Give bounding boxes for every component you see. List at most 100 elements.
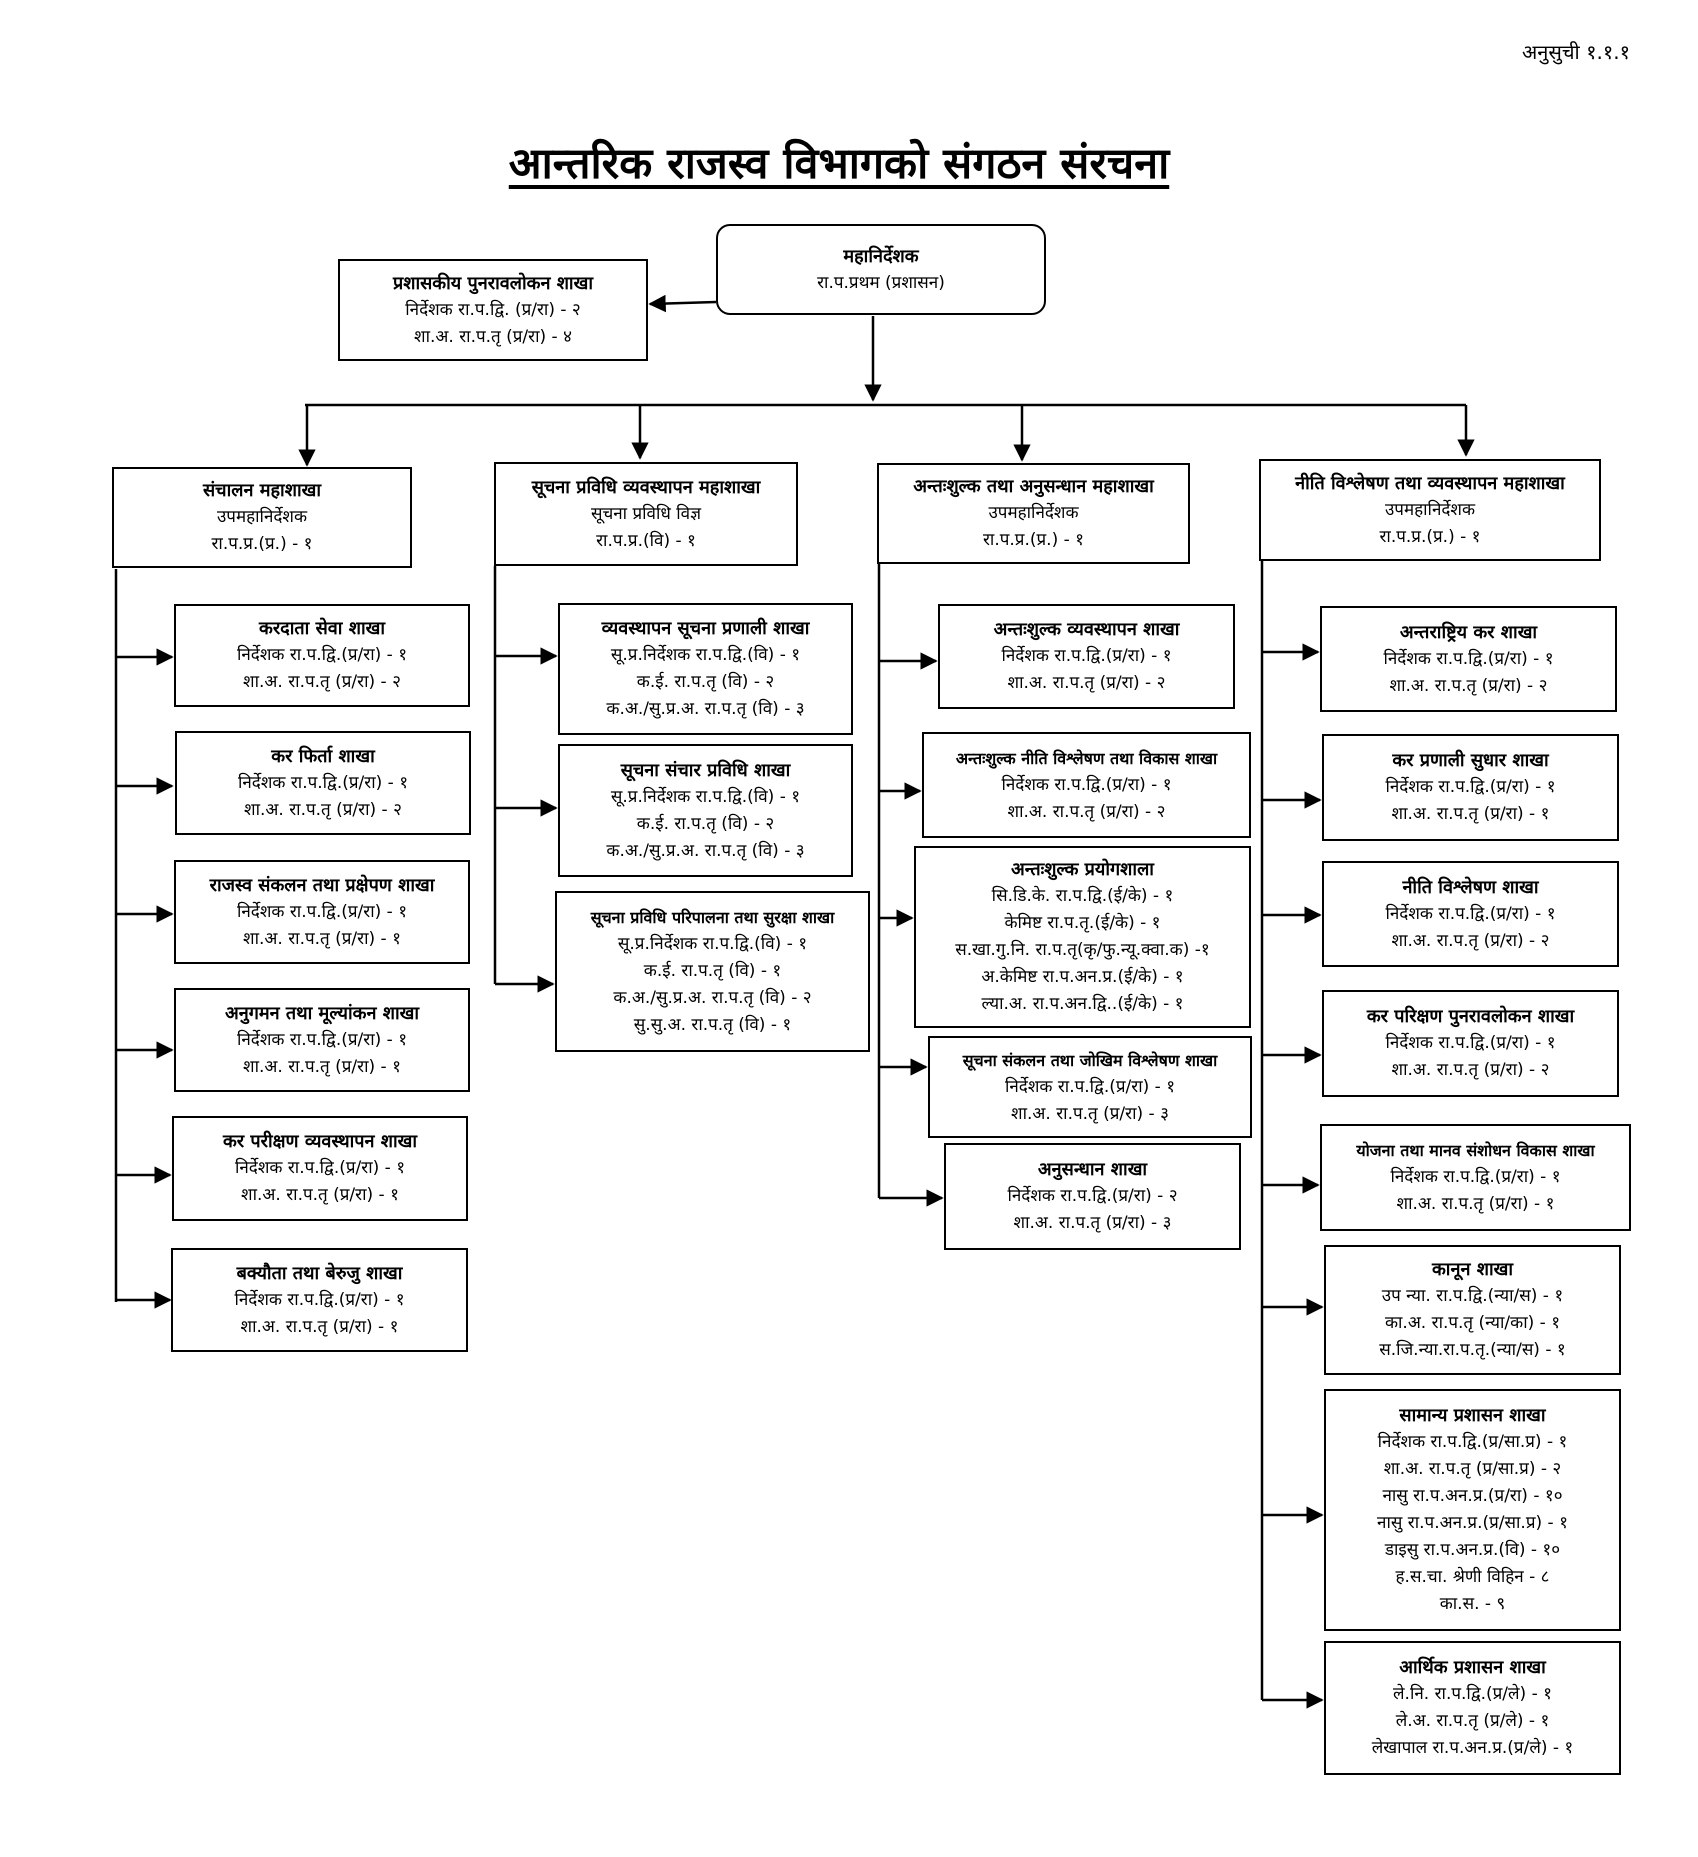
box-line: शा.अ. रा.प.तृ (प्र/रा) - ३ bbox=[1011, 1103, 1169, 1124]
box-title: योजना तथा मानव संशोधन विकास शाखा bbox=[1356, 1141, 1595, 1160]
box-line: उपमहानिर्देशक bbox=[988, 503, 1079, 523]
box-title: संचालन महाशाखा bbox=[203, 480, 321, 501]
box-line: स.खा.गु.नि. रा.प.तृ(कृ/फु.न्यू.क्वा.क) -… bbox=[955, 940, 1210, 960]
box-line: निर्देशक रा.प.द्वि.(प्र/रा) - १ bbox=[236, 901, 408, 922]
box-line: सूचना प्रविधि विज्ञ bbox=[590, 503, 702, 524]
box-line: निर्देशक रा.प.द्वि.(प्र/रा) - १ bbox=[1390, 1167, 1561, 1187]
box-line: क.अ./सु.प्र.अ. रा.प.तृ (वि) - ३ bbox=[606, 699, 805, 719]
box-line: रा.प.प्र.(वि) - १ bbox=[596, 530, 696, 551]
box-line: क.अ./सु.प्र.अ. रा.प.तृ (वि) - २ bbox=[613, 988, 812, 1008]
box-line: शा.अ. रा.प.तृ (प्र/रा) - ४ bbox=[414, 326, 572, 347]
section-box: आर्थिक प्रशासन शाखा ले.नि. रा.प.द्वि.(प्… bbox=[1324, 1641, 1621, 1775]
division-it-box: सूचना प्रविधि व्यवस्थापन महाशाखा सूचना प… bbox=[494, 462, 798, 566]
box-title: कर परीक्षण व्यवस्थापन शाखा bbox=[222, 1131, 418, 1152]
box-line: सू.प्र.निर्देशक रा.प.द्वि.(वि) - १ bbox=[610, 645, 801, 665]
box-title: नीति विश्लेषण शाखा bbox=[1402, 876, 1539, 898]
box-line: निर्देशक रा.प.द्वि.(प्र/रा) - १ bbox=[236, 645, 408, 665]
box-line: क.ई. रा.प.तृ (वि) - २ bbox=[636, 813, 775, 834]
annex-label: अनुसुची १.१.१ bbox=[1521, 40, 1630, 64]
box-line: शा.अ. रा.प.तृ (प्र/रा) - २ bbox=[1007, 801, 1166, 822]
box-title: व्यवस्थापन सूचना प्रणाली शाखा bbox=[601, 618, 810, 639]
box-line: निर्देशक रा.प.द्वि.(प्र/रा) - १ bbox=[1001, 774, 1172, 795]
box-title: कर फिर्ता शाखा bbox=[271, 745, 375, 767]
box-line: शा.अ. रा.प.तृ (प्र/रा) - ३ bbox=[1013, 1213, 1172, 1233]
box-title: कर प्रणाली सुधार शाखा bbox=[1392, 750, 1549, 771]
division-operations-box: संचालन महाशाखा उपमहानिर्देशक रा.प.प्र.(प… bbox=[112, 467, 412, 568]
box-line: निर्देशक रा.प.द्वि.(प्र/रा) - २ bbox=[1007, 1186, 1178, 1206]
arrow-root-to-admin-review bbox=[648, 294, 717, 313]
box-line: शा.अ. रा.प.तृ (प्र/रा) - १ bbox=[240, 1316, 399, 1337]
box-title: अनुसन्धान शाखा bbox=[1037, 1159, 1148, 1180]
box-line: सि.डि.के. रा.प.द्वि.(ई/के) - १ bbox=[991, 886, 1174, 906]
box-line: केमिष्ट रा.प.तृ.(ई/के) - १ bbox=[1004, 913, 1161, 933]
section-box: कर फिर्ता शाखा निर्देशक रा.प.द्वि.(प्र/र… bbox=[175, 731, 471, 835]
box-title: अन्तःशुल्क व्यवस्थापन शाखा bbox=[993, 619, 1180, 640]
section-box: सूचना संचार प्रविधि शाखा सू.प्र.निर्देशक… bbox=[558, 744, 853, 877]
box-title: अन्तःशुल्क नीति विश्लेषण तथा विकास शाखा bbox=[955, 748, 1218, 768]
division-policy-box: नीति विश्लेषण तथा व्यवस्थापन महाशाखा उपम… bbox=[1259, 459, 1601, 561]
section-box: अन्तःशुल्क प्रयोगशाला सि.डि.के. रा.प.द्व… bbox=[914, 846, 1251, 1028]
box-title: राजस्व संकलन तथा प्रक्षेपण शाखा bbox=[209, 874, 435, 896]
box-title: अन्तराष्ट्रिय कर शाखा bbox=[1399, 621, 1538, 643]
box-line: ह.स.चा. श्रेणी विहिन - ८ bbox=[1395, 1567, 1550, 1587]
box-title: कर परिक्षण पुनरावलोकन शाखा bbox=[1366, 1006, 1575, 1027]
box-line: निर्देशक रा.प.द्वि.(प्र/रा) - १ bbox=[1385, 1033, 1556, 1053]
section-box: कर प्रणाली सुधार शाखा निर्देशक रा.प.द्वि… bbox=[1322, 734, 1619, 841]
box-line: उपमहानिर्देशक bbox=[1384, 499, 1476, 520]
box-line: निर्देशक रा.प.द्वि.(प्र/रा) - १ bbox=[236, 1029, 408, 1050]
box-title: सूचना प्रविधि परिपालना तथा सुरक्षा शाखा bbox=[590, 908, 835, 927]
box-line: ले.अ. रा.प.तृ (प्र/ले) - १ bbox=[1395, 1711, 1550, 1731]
box-line: शा.अ. रा.प.तृ (प्र/रा) - १ bbox=[243, 1056, 401, 1077]
page-title: आन्तरिक राजस्व विभागको संगठन संरचना bbox=[508, 139, 1170, 189]
box-title: बक्यौता तथा बेरुजु शाखा bbox=[236, 1262, 403, 1284]
section-box: योजना तथा मानव संशोधन विकास शाखा निर्देश… bbox=[1320, 1124, 1631, 1231]
section-box: व्यवस्थापन सूचना प्रणाली शाखा सू.प्र.निर… bbox=[558, 603, 853, 735]
box-line: शा.अ. रा.प.तृ (प्र/रा) - २ bbox=[1389, 675, 1548, 696]
box-title: अनुगमन तथा मूल्यांकन शाखा bbox=[224, 1002, 420, 1024]
box-line: अ.केमिष्ट रा.प.अन.प्र.(ई/के) - १ bbox=[981, 967, 1184, 987]
box-line: शा.अ. रा.प.तृ (प्र/रा) - १ bbox=[1391, 804, 1550, 824]
box-line: रा.प.प्र.(प्र.) - १ bbox=[1379, 526, 1481, 547]
section-box: अन्तःशुल्क व्यवस्थापन शाखा निर्देशक रा.प… bbox=[938, 604, 1235, 709]
section-box: सामान्य प्रशासन शाखा निर्देशक रा.प.द्वि.… bbox=[1324, 1389, 1621, 1631]
box-line: का.स. - ९ bbox=[1439, 1594, 1506, 1614]
box-line: नासु रा.प.अन.प्र.(प्र/रा) - १० bbox=[1382, 1486, 1563, 1506]
box-line: निर्देशक रा.प.द्वि.(प्र/रा) - १ bbox=[234, 1158, 406, 1178]
box-line: उप न्या. रा.प.द्वि.(न्या/स) - १ bbox=[1381, 1286, 1564, 1306]
box-line: शा.अ. रा.प.तृ (प्र/रा) - १ bbox=[1396, 1194, 1555, 1214]
box-title: प्रशासकीय पुनरावलोकन शाखा bbox=[393, 272, 593, 294]
box-line: सू.प्र.निर्देशक रा.प.द्वि.(वि) - १ bbox=[610, 786, 801, 807]
section-box: करदाता सेवा शाखा निर्देशक रा.प.द्वि.(प्र… bbox=[174, 604, 470, 707]
box-title: कानून शाखा bbox=[1431, 1259, 1514, 1280]
section-box: बक्यौता तथा बेरुजु शाखा निर्देशक रा.प.द्… bbox=[171, 1248, 468, 1352]
box-title: सामान्य प्रशासन शाखा bbox=[1399, 1405, 1546, 1426]
section-box: राजस्व संकलन तथा प्रक्षेपण शाखा निर्देशक… bbox=[174, 860, 470, 964]
box-line: शा.अ. रा.प.तृ (प्र/रा) - १ bbox=[241, 1185, 399, 1205]
section-box: नीति विश्लेषण शाखा निर्देशक रा.प.द्वि.(प… bbox=[1322, 861, 1619, 967]
box-line: स.जि.न्या.रा.प.तृ.(न्या/स) - १ bbox=[1379, 1340, 1566, 1360]
box-title: करदाता सेवा शाखा bbox=[259, 618, 385, 639]
box-line: रा.प.प्रथम (प्रशासन) bbox=[817, 272, 945, 293]
admin-review-box: प्रशासकीय पुनरावलोकन शाखा निर्देशक रा.प.… bbox=[338, 259, 648, 361]
section-box: सूचना संकलन तथा जोखिम विश्लेषण शाखा निर्… bbox=[928, 1036, 1252, 1138]
section-box: अनुसन्धान शाखा निर्देशक रा.प.द्वि.(प्र/र… bbox=[944, 1143, 1241, 1250]
box-line: क.ई. रा.प.तृ (वि) - २ bbox=[636, 672, 775, 692]
box-title: अन्तःशुल्क तथा अनुसन्धान महाशाखा bbox=[913, 476, 1154, 497]
box-line: निर्देशक रा.प.द्वि.(प्र/रा) - १ bbox=[1383, 648, 1554, 669]
box-line: शा.अ. रा.प.तृ (प्र/रा) - १ bbox=[243, 928, 401, 949]
box-line: निर्देशक रा.प.द्वि.(प्र/रा) - १ bbox=[1001, 646, 1172, 666]
box-line: ले.नि. रा.प.द्वि.(प्र/ले) - १ bbox=[1393, 1684, 1552, 1704]
box-line: डाइसु रा.प.अन.प्र.(वि) - १० bbox=[1384, 1540, 1561, 1560]
section-box: कर परिक्षण पुनरावलोकन शाखा निर्देशक रा.प… bbox=[1322, 990, 1619, 1097]
box-line: सु.सु.अ. रा.प.तृ (वि) - १ bbox=[633, 1015, 792, 1035]
box-line: उपमहानिर्देशक bbox=[216, 507, 308, 527]
box-line: रा.प.प्र.(प्र.) - १ bbox=[211, 534, 313, 554]
box-line: सू.प्र.निर्देशक रा.प.द्वि.(वि) - १ bbox=[617, 934, 808, 954]
box-title: सूचना प्रविधि व्यवस्थापन महाशाखा bbox=[531, 476, 761, 498]
section-box: कर परीक्षण व्यवस्थापन शाखा निर्देशक रा.प… bbox=[172, 1116, 468, 1221]
box-title: सूचना संचार प्रविधि शाखा bbox=[620, 759, 791, 781]
box-line: ल्या.अ. रा.प.अन.द्वि..(ई/के) - १ bbox=[981, 994, 1184, 1014]
division-excise-box: अन्तःशुल्क तथा अनुसन्धान महाशाखा उपमहानि… bbox=[877, 463, 1190, 564]
box-line: क.अ./सु.प्र.अ. रा.प.तृ (वि) - ३ bbox=[606, 840, 805, 861]
